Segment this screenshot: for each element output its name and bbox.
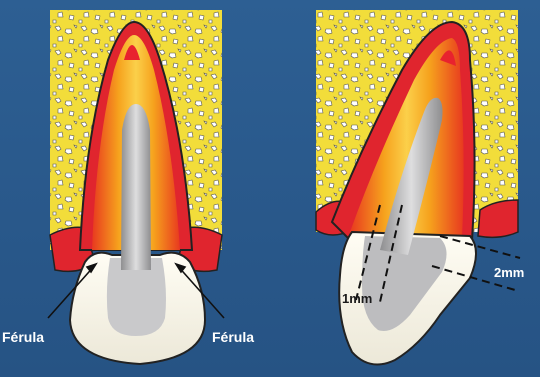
left-tooth-group (48, 10, 224, 364)
left-post (121, 104, 151, 270)
measure-1mm-label: 1mm (342, 292, 372, 305)
measure-2mm-label: 2mm (494, 266, 524, 279)
left-ferrule-label: Férula (2, 330, 44, 344)
right-tooth-group (316, 10, 520, 365)
right-ferrule-label: Férula (212, 330, 254, 344)
